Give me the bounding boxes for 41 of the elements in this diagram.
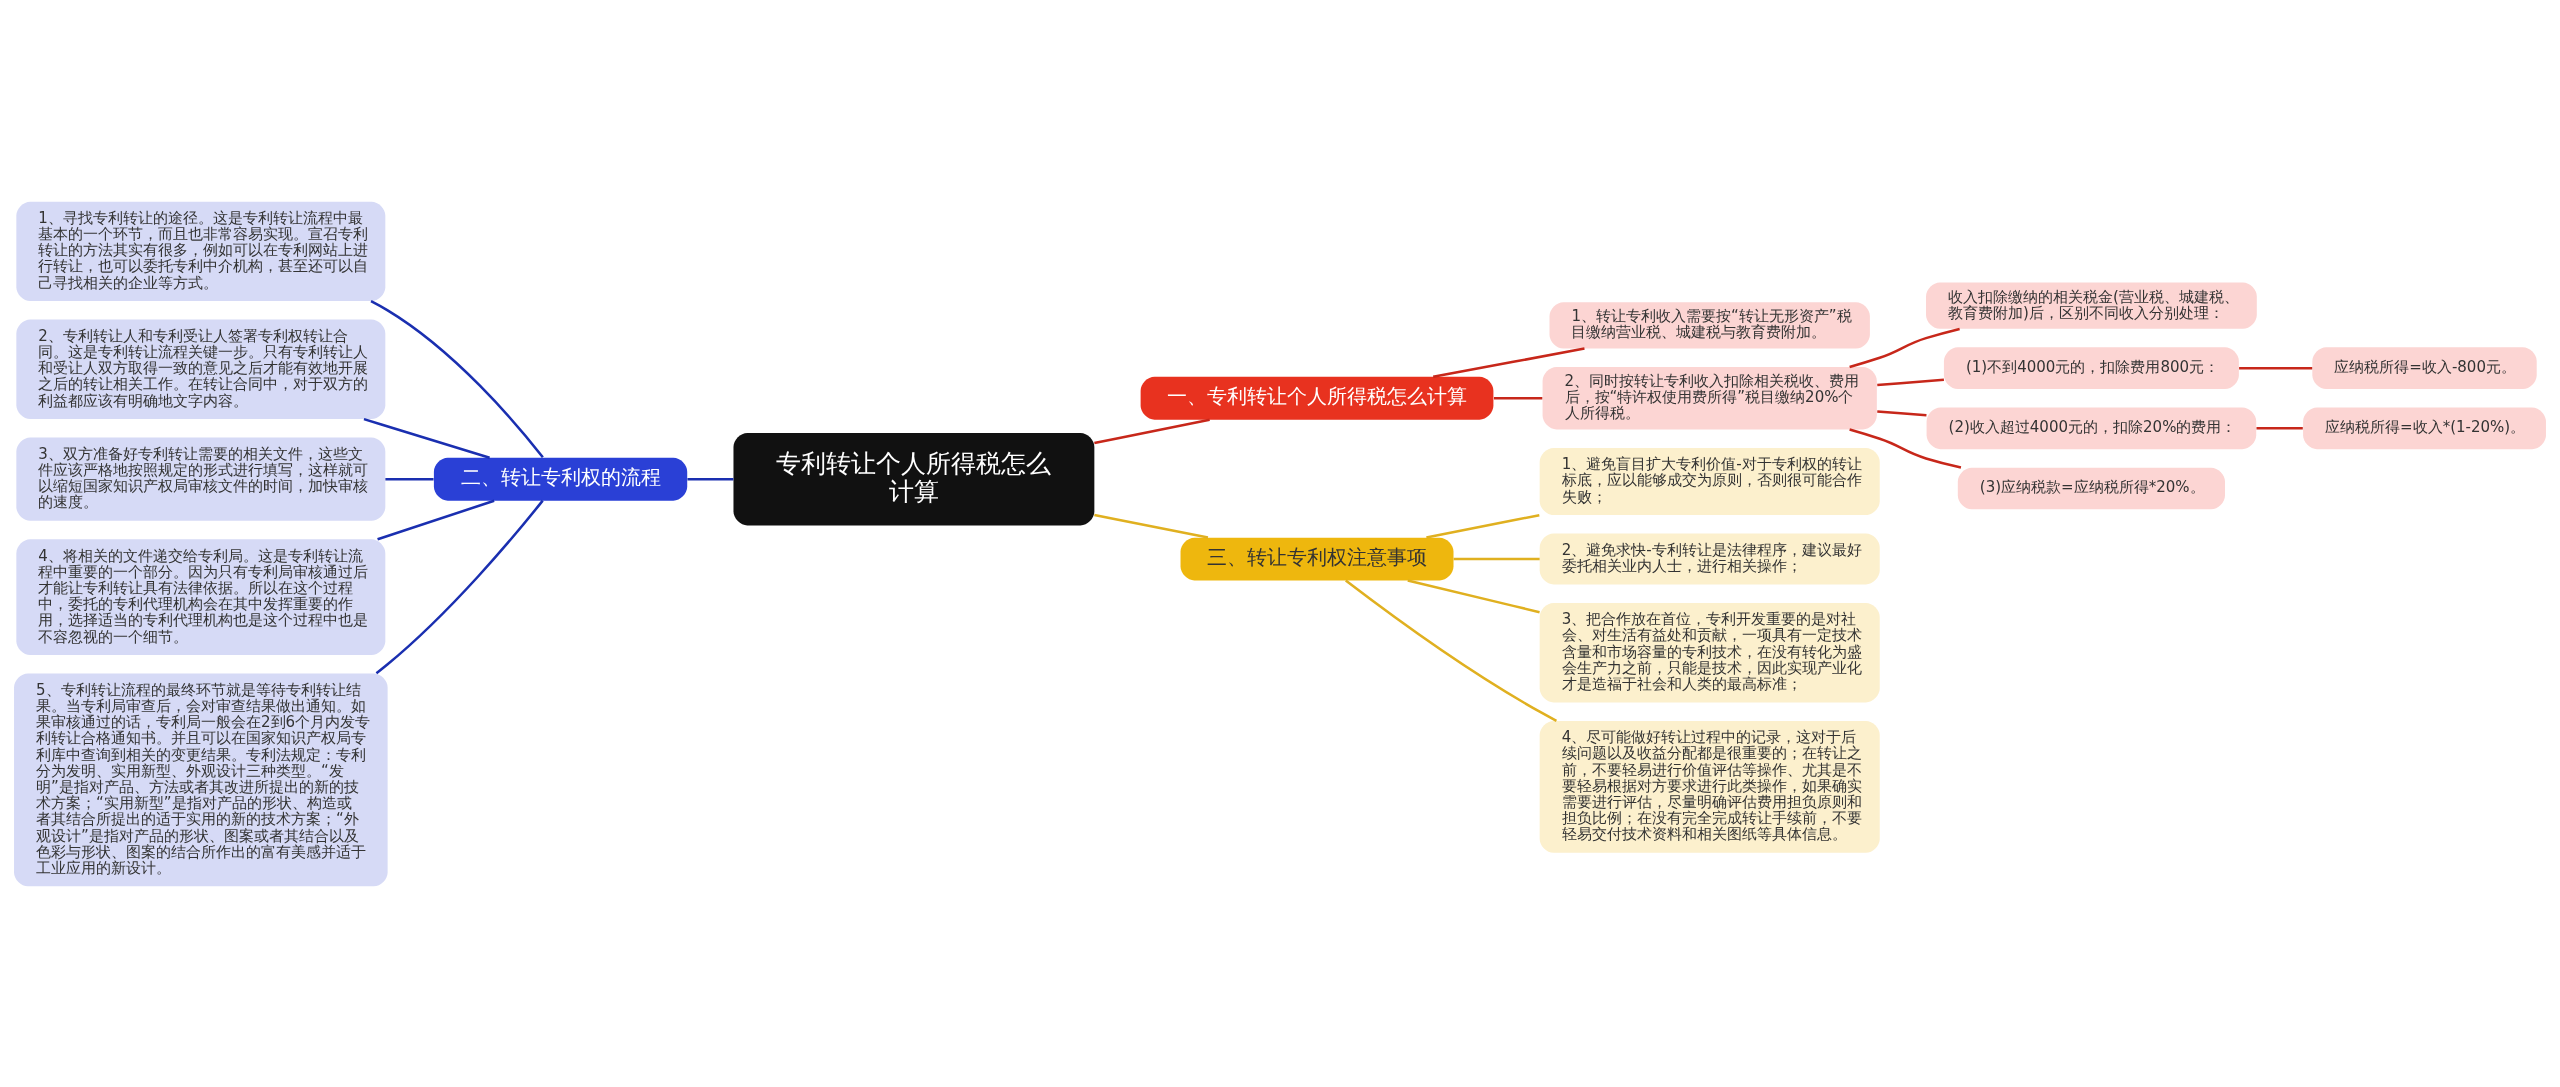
- node-box: 1、寻找专利转让的途径。这是专利转让流程中最基本的一个环节，而且也非常容易实现。宣召专利转让的方法其实有很多，例如可以在专利网站上进行转让，也可以委托专利中介机构，甚至还可以自己寻找相关的企业等方式。: [16, 201, 386, 301]
- node-box: 3、把合作放在首位，专利开发重要的是对社会、对生活有益处和贡献，一项具有一定技术含量和市场容量的专利技术，在没有转化为盛会生产力之前，只能是技术，因此实现产业化才是造福于社会和人类的最高标准；: [1539, 602, 1880, 702]
- node-box: 应纳税所得=收入*(1-20%)。: [2303, 407, 2546, 449]
- node-box: (3)应纳税款=应纳税所得*20%。: [1957, 467, 2225, 509]
- connector: [1094, 417, 1210, 444]
- node-box: 3、双方准备好专利转让需要的相关文件，这些文件应该严格地按照规定的形式进行填写，这样就可以缩短国家知识产权局审核文件的时间，加快审核的速度。: [16, 437, 386, 521]
- connector: [1877, 378, 1945, 386]
- node-box: (2)收入超过4000元的，扣除20%的费用：: [1926, 407, 2257, 449]
- node-box: 4、将相关的文件递交给专利局。这是专利转让流程中重要的一个部分。因为只有专利局审核通过后才能让专利转让具有法律依据。所以在这个过程中，委托的专利代理机构会在其中发挥重要的作用，选择适当的专利代理机构也是这个过程中也是不容忽视的一个细节。: [16, 538, 386, 655]
- node-box: 1、转让专利收入需要按“转让无形资产”税目缴纳营业税、城建税与教育费附加。: [1549, 301, 1870, 348]
- connector: [1094, 513, 1209, 539]
- connector: [1426, 513, 1540, 539]
- connector: [1407, 578, 1540, 613]
- connector: [1849, 427, 1962, 469]
- connector: [363, 417, 490, 459]
- node-box: 应纳税所得=收入-800元。: [2312, 346, 2537, 389]
- connector: [370, 299, 544, 458]
- node-box: 4、尽可能做好转让过程中的记录，这对于后续问题以及收益分配都是很重要的；在转让之前，不要轻易进行价值评估等操作、尤其是不要轻易根据对方要求进行此类操作，如果确实需要进行评估，尽量明确评估费用担负原则和担负比例；在没有完全完成转让手续前，不要轻易交付技术资料和相关图纸等具体信息。: [1539, 720, 1880, 853]
- node-box: 1、避免盲目扩大专利价值-对于专利权的转让标底，应以能够成交为原则，否则很可能合作失败；: [1539, 447, 1880, 515]
- node-box: 一、专利转让个人所得税怎么计算: [1140, 376, 1494, 420]
- node-box: 2、避免求快-专利转让是法律程序，建议最好委托相关业内人士，进行相关操作；: [1539, 533, 1880, 584]
- connector: [2256, 426, 2303, 430]
- node-box: 专利转让个人所得税怎么计算: [733, 432, 1095, 525]
- connector: [385, 477, 434, 480]
- connector: [1432, 346, 1585, 378]
- connector: [375, 499, 544, 674]
- node-box: 5、专利转让流程的最终环节就是等待专利转让结果。当专利局审查后，会对审查结果做出通知。如果审核通过的话，专利局一般会在2到6个月内发专利转让合格通知书。并且可以在国家知识产权局专利库中查询到相关的变更结果。专利法规定：专利分为发明、实用新型、外观设计三种类型。“发明”是指对产品、方法或者其改进所提出的新的技术方案；“实用新型”是指对产品的形状、构造或者其结合所提出的适于实用的新的技术方案；“外观设计”是指对产品的形状、图案或者其结合以及色彩与形状、图案的结合所作出的富有美感并适于工业应用的新设计。: [14, 673, 388, 886]
- connector: [2239, 366, 2313, 369]
- node-box: 二、转让专利权的流程: [433, 457, 688, 501]
- connector: [687, 477, 734, 480]
- connector: [1345, 579, 1558, 722]
- node-box: 三、转让专利权注意事项: [1180, 537, 1454, 580]
- connector: [1453, 557, 1540, 560]
- connector: [1849, 327, 1960, 368]
- node-box: 2、专利转让人和专利受让人签署专利权转让合同。这是专利转让流程关键一步。只有专利转让人和受让人双方取得一致的意见之后才能有效地开展之后的转让相关工作。在转让合同中，对于双方的利益都应该有明确地文字内容。: [16, 319, 386, 419]
- node-box: 收入扣除缴纳的相关税金(营业税、城建税、教育费附加)后，区别不同收入分别处理：: [1926, 282, 2257, 329]
- connector: [1493, 396, 1543, 400]
- node-box: 2、同时按转让专利收入扣除相关税收、费用后，按“特许权使用费所得”税目缴纳20%个人所得税。: [1542, 366, 1877, 429]
- connector: [377, 499, 495, 540]
- node-box: (1)不到4000元的，扣除费用800元：: [1943, 346, 2239, 389]
- connector: [1877, 409, 1927, 417]
